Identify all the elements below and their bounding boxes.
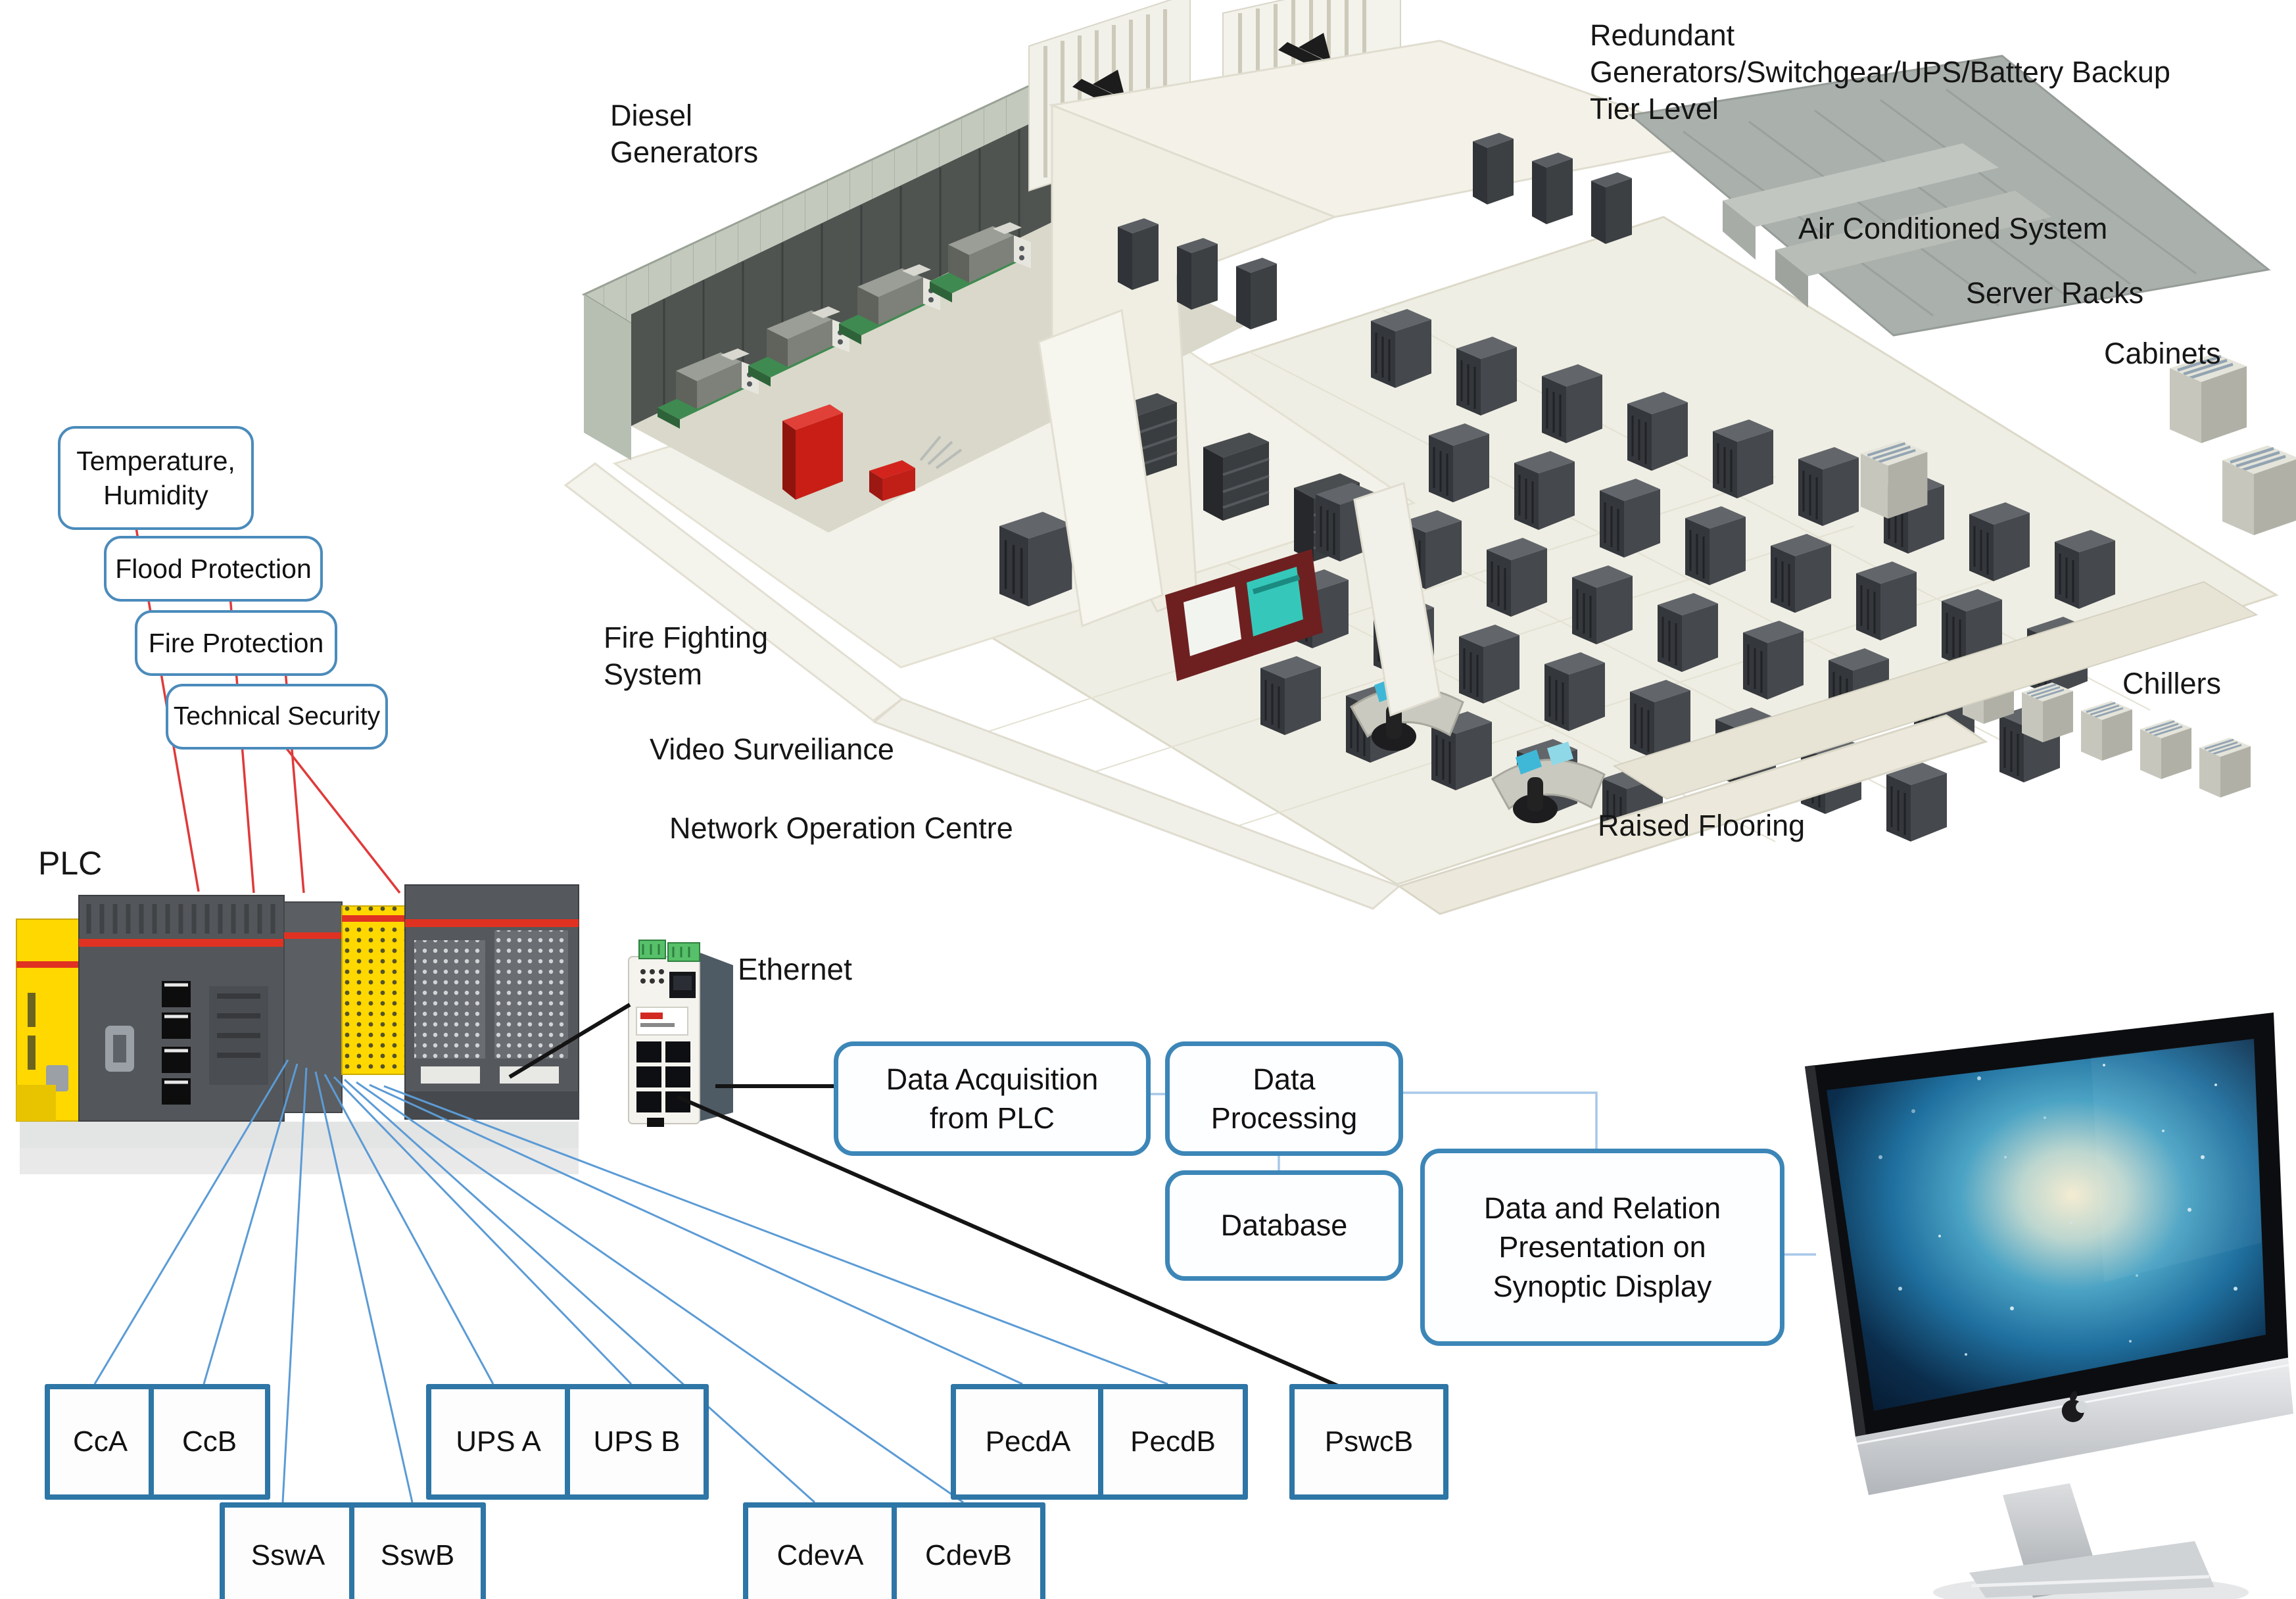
label-network-operation-centre: Network Operation Centre	[669, 810, 1013, 847]
devbox-pecdb: PecdB	[1098, 1384, 1248, 1500]
devbox-ccb: CcB	[149, 1384, 270, 1500]
label-ethernet: Ethernet	[738, 951, 852, 988]
label-plc: PLC	[38, 843, 102, 884]
label-video-surveillance: Video Surveiliance	[650, 731, 894, 768]
data-center-illustration	[565, 0, 2296, 914]
flowbox-presentation: Data and Relation Presentation on Synopt…	[1420, 1149, 1784, 1346]
callout-flood-protection: Flood Protection	[104, 536, 323, 602]
label-cabinets: Cabinets	[2104, 335, 2221, 372]
devbox-pswcb: PswcB	[1289, 1384, 1448, 1500]
devbox-upsb: UPS B	[565, 1384, 709, 1500]
callout-technical-security: Technical Security	[166, 684, 388, 750]
label-diesel-generators: Diesel Generators	[610, 97, 758, 171]
devbox-sswa: SswA	[220, 1502, 356, 1599]
devbox-cdevb: CdevB	[892, 1502, 1045, 1599]
imac-illustration	[1805, 1013, 2293, 1599]
devbox-sswb: SswB	[349, 1502, 486, 1599]
plc-illustration	[16, 885, 579, 1174]
label-redundant-tier: Redundant Generators/Switchgear/UPS/Batt…	[1590, 17, 2170, 127]
label-fire-fighting: Fire Fighting System	[604, 619, 768, 693]
label-air-conditioned: Air Conditioned System	[1798, 210, 2107, 247]
devbox-cca: CcA	[45, 1384, 156, 1500]
flowbox-database: Database	[1165, 1170, 1403, 1281]
devbox-upsa: UPS A	[426, 1384, 571, 1500]
flowbox-data-processing: Data Processing	[1165, 1041, 1403, 1156]
flowbox-data-acquisition: Data Acquisition from PLC	[834, 1041, 1151, 1156]
label-chillers: Chillers	[2122, 665, 2221, 702]
label-raised-flooring: Raised Flooring	[1598, 807, 1805, 844]
devbox-pecda: PecdA	[951, 1384, 1105, 1500]
callout-temperature-humidity: Temperature, Humidity	[58, 426, 254, 530]
devbox-cdeva: CdevA	[743, 1502, 897, 1599]
label-server-racks: Server Racks	[1966, 275, 2143, 312]
callout-fire-protection: Fire Protection	[135, 610, 337, 676]
